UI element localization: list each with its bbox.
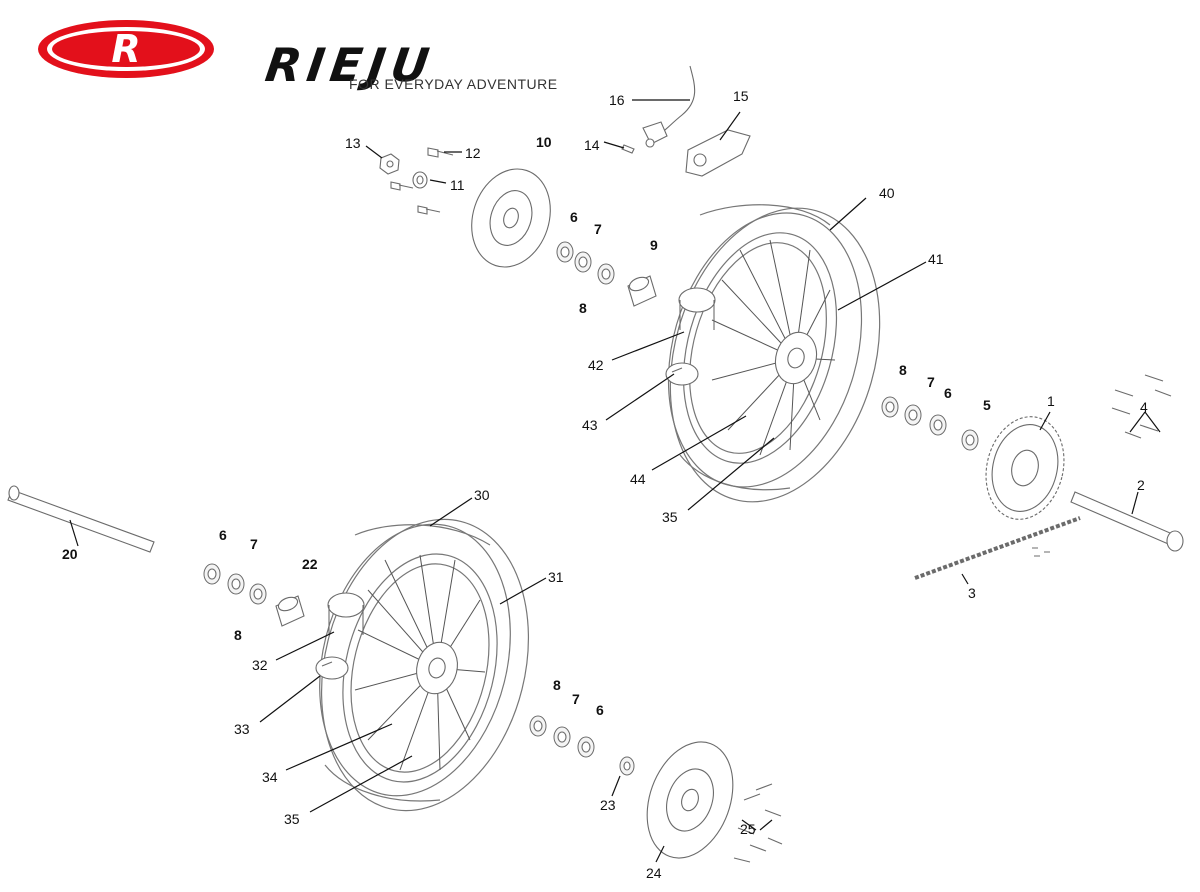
rear-axle-2 xyxy=(1070,491,1184,552)
callout-41: 41 xyxy=(928,251,944,267)
callout-15: 15 xyxy=(733,88,749,104)
callout-5: 5 xyxy=(983,397,991,413)
speed-sensor-cable xyxy=(642,65,696,148)
callout-23: 23 xyxy=(600,797,616,813)
callout-12: 12 xyxy=(465,145,481,161)
rim-tape-42 xyxy=(678,287,716,330)
callout-8-lower-right: 8 xyxy=(553,677,561,693)
callout-40: 40 xyxy=(879,185,895,201)
spacer-5 xyxy=(961,429,979,451)
callout-25: 25 xyxy=(740,821,756,837)
callout-6-lower-left: 6 xyxy=(219,527,227,543)
front-wheel xyxy=(319,518,530,812)
callout-31: 31 xyxy=(548,569,564,585)
rear-wheel-spokes xyxy=(711,239,836,456)
callout-11: 11 xyxy=(450,177,465,193)
spacer-9 xyxy=(627,275,657,307)
inner-tube-33 xyxy=(315,656,349,680)
bearing-set-upper-right xyxy=(881,396,947,436)
nut-13 xyxy=(379,153,400,175)
brake-disc-24 xyxy=(646,741,734,859)
callout-42: 42 xyxy=(588,357,604,373)
washer-11 xyxy=(412,171,428,189)
callout-30: 30 xyxy=(474,487,490,503)
callout-6-upper-right: 6 xyxy=(944,385,952,401)
sprocket-1 xyxy=(985,416,1065,520)
bearing-set-lower-left xyxy=(203,563,267,605)
spacer-23 xyxy=(619,756,635,776)
drive-chain-3 xyxy=(914,516,1081,580)
brand-emblem: R xyxy=(38,20,214,78)
callout-16: 16 xyxy=(609,92,625,108)
callout-35-upper: 35 xyxy=(662,509,678,525)
brand-logo: R RIEJU FOR EVERYDAY ADVENTURE xyxy=(36,18,562,98)
disc-bolts-25 xyxy=(733,783,783,863)
rim-tape-32 xyxy=(327,592,365,635)
callout-44: 44 xyxy=(630,471,646,487)
callout-13: 13 xyxy=(345,135,361,151)
brand-tagline: FOR EVERYDAY ADVENTURE xyxy=(349,76,558,92)
callout-7-upper-left: 7 xyxy=(594,221,602,237)
inner-tube-43 xyxy=(665,362,699,386)
spacer-22 xyxy=(275,595,305,627)
callout-6-upper-left: 6 xyxy=(570,209,578,225)
callout-43: 43 xyxy=(582,417,598,433)
screw-14 xyxy=(621,144,635,154)
emblem-letter: R xyxy=(111,27,140,71)
callout-8-upper-right: 8 xyxy=(899,362,907,378)
callout-35-lower: 35 xyxy=(284,811,300,827)
sprocket-bolts-4 xyxy=(1111,374,1172,439)
callout-8-upper-left: 8 xyxy=(579,300,587,316)
callout-32: 32 xyxy=(252,657,268,673)
callout-8-lower-left: 8 xyxy=(234,627,242,643)
bearing-set-lower-right xyxy=(529,715,595,758)
brake-disc-10 xyxy=(471,168,551,268)
bolts-12 xyxy=(390,147,454,215)
bearing-set-upper-left xyxy=(556,241,615,285)
callout-labels: 16 15 13 12 11 14 10 6 7 9 8 40 41 42 43… xyxy=(62,88,1148,881)
leader-lines xyxy=(69,99,1161,863)
callout-3: 3 xyxy=(968,585,976,601)
callout-24: 24 xyxy=(646,865,662,881)
callout-6-lower-right: 6 xyxy=(596,702,604,718)
sensor-bracket xyxy=(685,129,751,177)
callout-7-lower-right: 7 xyxy=(572,691,580,707)
callout-1: 1 xyxy=(1047,393,1055,409)
callout-4: 4 xyxy=(1140,399,1148,415)
callout-33: 33 xyxy=(234,721,250,737)
callout-14: 14 xyxy=(584,137,600,153)
callout-9: 9 xyxy=(650,237,658,253)
callout-34: 34 xyxy=(262,769,278,785)
callout-7-lower-left: 7 xyxy=(250,536,258,552)
callout-20: 20 xyxy=(62,546,78,562)
callout-2: 2 xyxy=(1137,477,1145,493)
callout-22: 22 xyxy=(302,556,318,572)
callout-10: 10 xyxy=(536,134,552,150)
rear-wheel xyxy=(667,204,881,503)
callout-7-upper-right: 7 xyxy=(927,374,935,390)
front-axle-20 xyxy=(7,485,155,553)
